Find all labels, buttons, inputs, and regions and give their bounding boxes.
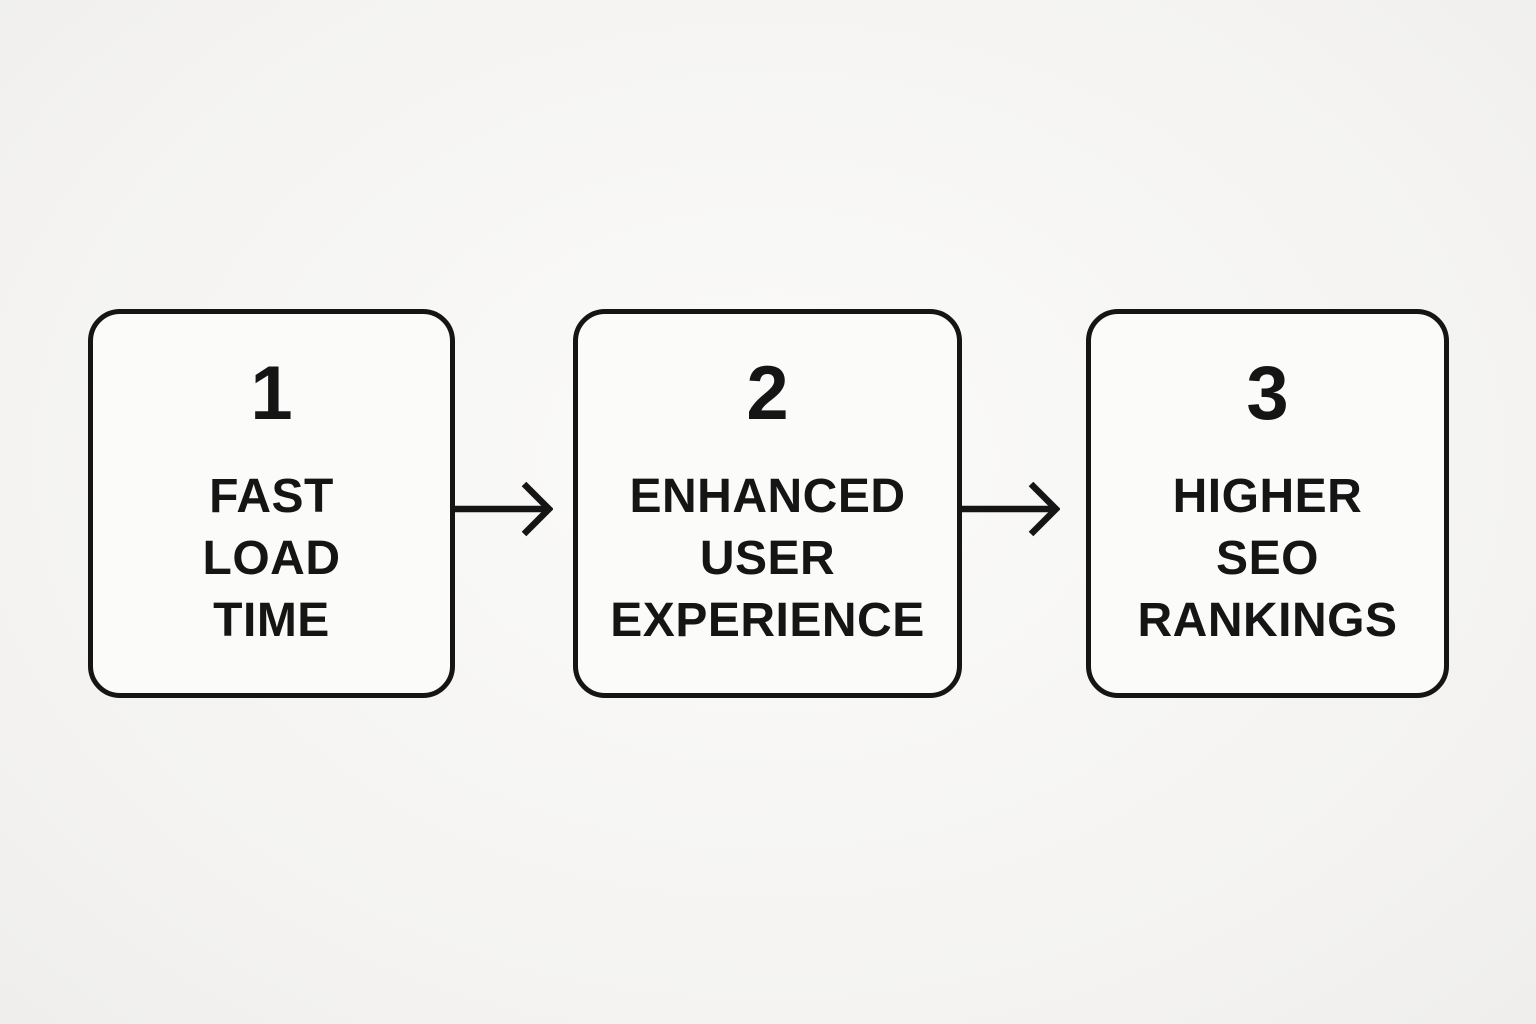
step-label-line: RANKINGS (1137, 593, 1398, 647)
step-number: 3 (1246, 350, 1289, 436)
right-arrow-icon (960, 481, 1060, 537)
step-label-line: ENHANCED (629, 469, 906, 523)
step-label-line: HIGHER (1172, 469, 1363, 523)
step-label-line: EXPERIENCE (610, 593, 925, 647)
step-number: 1 (250, 350, 293, 436)
step-label-line: LOAD (202, 531, 341, 585)
step-box-enhanced-user-experience: 2 ENHANCED USER EXPERIENCE (573, 309, 962, 698)
step-number: 2 (746, 350, 789, 436)
step-label-line: FAST (209, 469, 334, 523)
step-label-line: TIME (213, 593, 330, 647)
step-label: ENHANCED USER EXPERIENCE (610, 466, 924, 652)
step-label: FAST LOAD TIME (203, 466, 341, 652)
step-label-line: SEO (1216, 531, 1319, 585)
step-label: HIGHER SEO RANKINGS (1137, 466, 1397, 652)
right-arrow-icon (453, 481, 553, 537)
step-box-higher-seo-rankings: 3 HIGHER SEO RANKINGS (1086, 309, 1449, 698)
step-box-fast-load-time: 1 FAST LOAD TIME (88, 309, 455, 698)
step-label-line: USER (699, 531, 836, 585)
